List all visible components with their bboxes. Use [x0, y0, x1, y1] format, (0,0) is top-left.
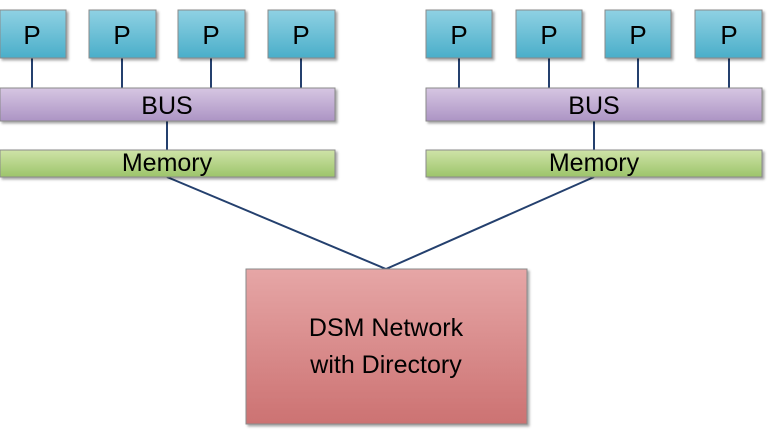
bus-label: BUS — [141, 92, 192, 120]
bus-bar: BUS — [425, 87, 763, 122]
processor-label: P — [23, 20, 40, 50]
memory-bar: Memory — [425, 149, 763, 178]
dsm-network-box: DSM Network with Directory — [245, 268, 528, 425]
processor-node: P — [425, 9, 493, 59]
processor-node: P — [604, 9, 672, 59]
processor-label: P — [450, 20, 467, 50]
processor-node: P — [0, 9, 67, 59]
processor-node: P — [267, 9, 336, 59]
processor-label: P — [629, 20, 646, 50]
processor-node: P — [694, 9, 763, 59]
processor-label: P — [292, 20, 309, 50]
cluster-2: P P P P BUS Memory — [425, 9, 763, 178]
network-title-line2: with Directory — [309, 351, 462, 379]
wire-c2-memory-network — [385, 176, 595, 270]
processor-label: P — [113, 20, 130, 50]
network-title-line1: DSM Network — [309, 314, 464, 342]
processor-label: P — [202, 20, 219, 50]
processor-node: P — [177, 9, 246, 59]
processor-bus-wires — [31, 58, 730, 88]
memory-label: Memory — [122, 149, 213, 177]
cluster-1: P P P P BUS Memory — [0, 9, 336, 178]
processor-node: P — [515, 9, 583, 59]
memory-bar: Memory — [0, 149, 336, 178]
processor-label: P — [720, 20, 737, 50]
wire-c1-memory-network — [166, 176, 387, 270]
memory-label: Memory — [549, 149, 640, 177]
bus-bar: BUS — [0, 87, 336, 122]
processor-node: P — [88, 9, 157, 59]
processor-label: P — [540, 20, 557, 50]
bus-label: BUS — [568, 92, 619, 120]
